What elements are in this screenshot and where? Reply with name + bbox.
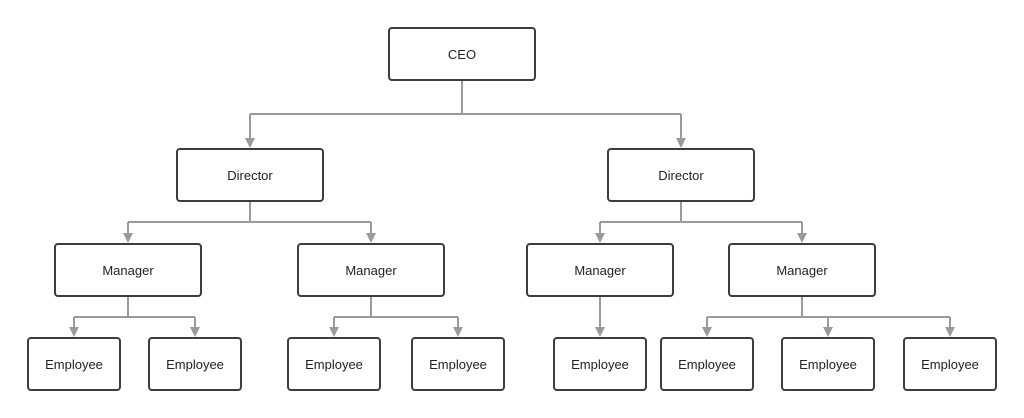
node-label: Manager	[345, 262, 397, 278]
node-label: Employee	[45, 356, 103, 372]
node-employee-6[interactable]: Employee	[660, 337, 754, 391]
node-label: Director	[658, 167, 704, 183]
node-label: Employee	[166, 356, 224, 372]
node-label: Employee	[305, 356, 363, 372]
node-employee-3[interactable]: Employee	[287, 337, 381, 391]
connector-manager-4-employees	[706, 297, 951, 328]
arrowhead-employee-7	[823, 327, 833, 337]
arrowhead-employee-3	[329, 327, 339, 337]
arrowhead-manager-2	[366, 233, 376, 243]
node-ceo[interactable]: CEO	[388, 27, 536, 81]
node-director-right[interactable]: Director	[607, 148, 755, 202]
arrowhead-employee-6	[702, 327, 712, 337]
node-manager-1[interactable]: Manager	[54, 243, 202, 297]
arrowhead-employee-5	[595, 327, 605, 337]
node-label: Employee	[799, 356, 857, 372]
node-employee-4[interactable]: Employee	[411, 337, 505, 391]
connector-manager-1-employees	[73, 297, 196, 328]
connector-manager-2-employees	[333, 297, 459, 328]
node-label: Employee	[429, 356, 487, 372]
arrowhead-manager-4	[797, 233, 807, 243]
arrowhead-director-left	[245, 138, 255, 148]
arrowhead-employee-1	[69, 327, 79, 337]
arrowhead-director-right	[676, 138, 686, 148]
arrowhead-manager-3	[595, 233, 605, 243]
arrowhead-manager-1	[123, 233, 133, 243]
node-employee-7[interactable]: Employee	[781, 337, 875, 391]
node-label: Employee	[921, 356, 979, 372]
arrowhead-employee-8	[945, 327, 955, 337]
node-label: Manager	[102, 262, 154, 278]
node-label: CEO	[447, 46, 477, 62]
node-employee-5[interactable]: Employee	[553, 337, 647, 391]
connector-director-right-managers	[599, 202, 803, 234]
node-manager-3[interactable]: Manager	[526, 243, 674, 297]
node-director-left[interactable]: Director	[176, 148, 324, 202]
arrowhead-employee-4	[453, 327, 463, 337]
node-label: Manager	[776, 262, 828, 278]
node-label: Employee	[571, 356, 629, 372]
node-employee-1[interactable]: Employee	[27, 337, 121, 391]
node-manager-4[interactable]: Manager	[728, 243, 876, 297]
node-label: Director	[227, 167, 273, 183]
node-manager-2[interactable]: Manager	[297, 243, 445, 297]
node-employee-2[interactable]: Employee	[148, 337, 242, 391]
node-employee-8[interactable]: Employee	[903, 337, 997, 391]
node-label: Employee	[678, 356, 736, 372]
arrowhead-employee-2	[190, 327, 200, 337]
connector-ceo-directors	[249, 81, 682, 139]
node-label: Manager	[574, 262, 626, 278]
connector-director-left-managers	[127, 202, 372, 234]
